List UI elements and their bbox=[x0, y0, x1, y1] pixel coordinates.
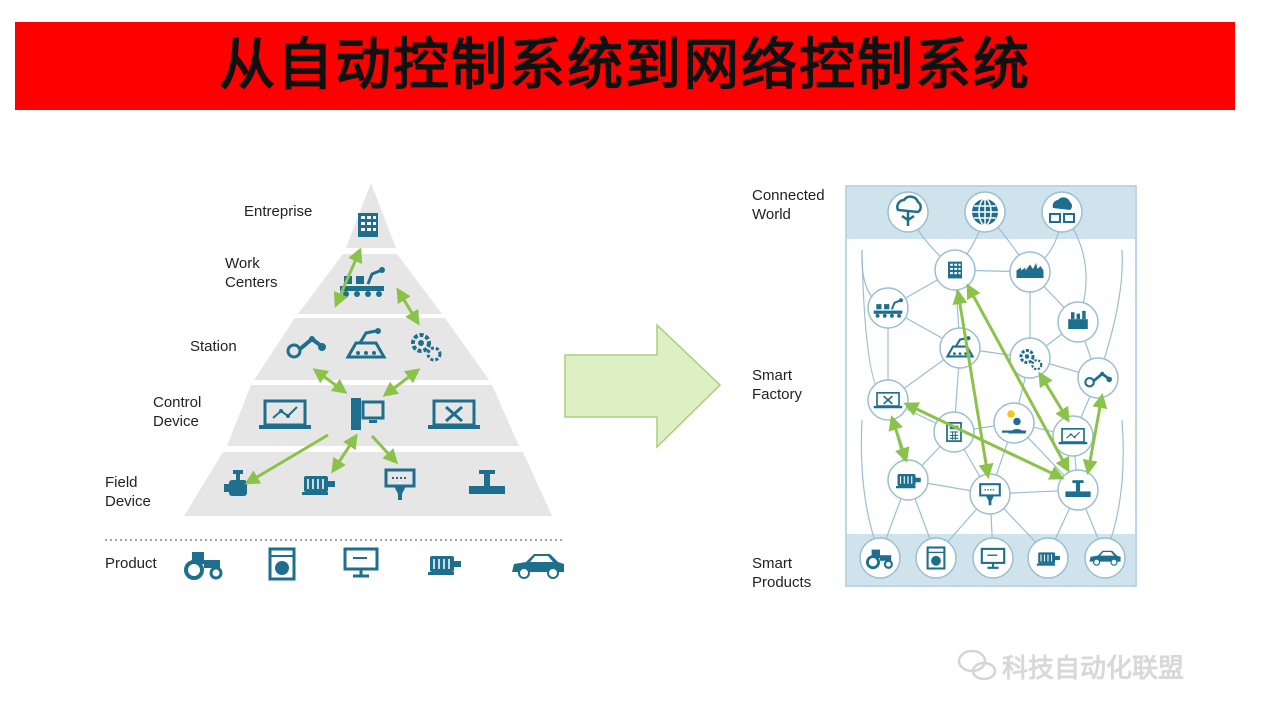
label-line: Connected bbox=[752, 187, 825, 204]
label-station: Station bbox=[190, 337, 237, 356]
building-icon bbox=[948, 261, 962, 279]
link-line bbox=[370, 434, 399, 465]
label-connected-world: Connected World bbox=[752, 186, 825, 224]
link-line bbox=[382, 368, 421, 397]
label-line: Products bbox=[752, 574, 812, 591]
label-work-centers: Work Centers bbox=[225, 254, 278, 292]
label-entreprise: Entreprise bbox=[244, 202, 312, 221]
watermark-text: 科技自动化联盟 bbox=[1002, 654, 1185, 684]
label-line: Factory bbox=[752, 386, 803, 403]
car-icon bbox=[511, 553, 565, 579]
pyramid-level-work-centers-band bbox=[298, 254, 442, 314]
label-line: Smart bbox=[752, 367, 793, 384]
link-line bbox=[903, 402, 1065, 480]
motor-icon bbox=[427, 555, 462, 576]
building-icon bbox=[358, 213, 378, 237]
monitor-icon bbox=[343, 547, 379, 578]
link-line bbox=[396, 287, 420, 326]
link-line bbox=[244, 433, 329, 485]
label-smart-factory: Smart Factory bbox=[752, 366, 802, 404]
network-diagram bbox=[845, 185, 1137, 587]
label-control-device: Control Device bbox=[153, 393, 201, 431]
label-field-device: Field Device bbox=[105, 473, 151, 511]
pyramid-level-field-device-band bbox=[184, 452, 552, 516]
pyramid-level-station-band bbox=[254, 318, 489, 380]
tractor-icon bbox=[184, 550, 223, 580]
label-line: World bbox=[752, 206, 791, 223]
globe-icon bbox=[971, 198, 999, 226]
washing-machine-icon bbox=[268, 547, 296, 581]
label-line: Smart bbox=[752, 555, 793, 572]
pyramid-diagram bbox=[105, 183, 565, 581]
transition-arrow bbox=[564, 323, 722, 449]
label-product: Product bbox=[105, 555, 157, 572]
wechat-icon bbox=[957, 649, 997, 681]
label-line: Station bbox=[190, 338, 237, 355]
link-line bbox=[312, 368, 348, 394]
label-line: Field bbox=[105, 474, 138, 491]
label-line: Device bbox=[105, 493, 151, 510]
label-line: Work bbox=[225, 255, 260, 272]
label-smart-products: Smart Products bbox=[752, 554, 811, 592]
label-line: Centers bbox=[225, 274, 278, 291]
link-line bbox=[331, 433, 358, 474]
label-line: Entreprise bbox=[244, 203, 313, 220]
link-line bbox=[333, 247, 363, 308]
slide-title: 从自动控制系统到网络控制系统 bbox=[219, 33, 1031, 98]
network-links bbox=[888, 283, 1108, 480]
label-line: Control bbox=[153, 394, 202, 411]
link-line bbox=[1082, 393, 1108, 475]
title-banner: 从自动控制系统到网络控制系统 bbox=[15, 22, 1235, 110]
pyramid-links bbox=[244, 247, 421, 485]
label-line: Device bbox=[153, 413, 199, 430]
